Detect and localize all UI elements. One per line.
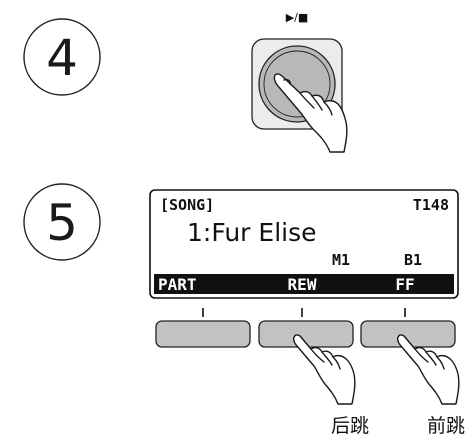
hand-icon [273,73,348,153]
step-5-circle [23,183,101,261]
lcd-mode: [SONG] [160,196,214,214]
lcd-frame [149,189,459,299]
lcd-display: [SONG] T148 1:Fur Elise M1 B1 PART REW F… [149,189,459,299]
hand-icon [293,334,356,405]
lcd-softkey-bar [154,274,454,294]
fast-forward-caption: 前跳 [427,415,465,437]
lcd-softkey-rew: REW [288,275,317,294]
step-4: 4 [23,18,101,96]
softkey-buttons [155,308,456,348]
lcd-softkey-part: PART [158,275,197,294]
lcd-song-title: 1:Fur Elise [187,218,317,247]
rewind-caption: 后跳 [331,415,369,437]
play-stop-symbol: ▶/■ [286,11,309,24]
play-stop-button-ring [263,50,331,118]
lcd-tempo: T148 [413,196,449,214]
lcd-measure: M1 [332,251,350,269]
step-5-number: 5 [46,194,78,252]
hand-icon [397,334,460,405]
step-5: 5 [23,183,101,261]
lcd-beat: B1 [404,251,422,269]
lcd-softkey-ff: FF [395,275,414,294]
step-4-number: 4 [46,29,78,87]
step-4-circle [23,18,101,96]
part-button[interactable] [155,320,251,348]
